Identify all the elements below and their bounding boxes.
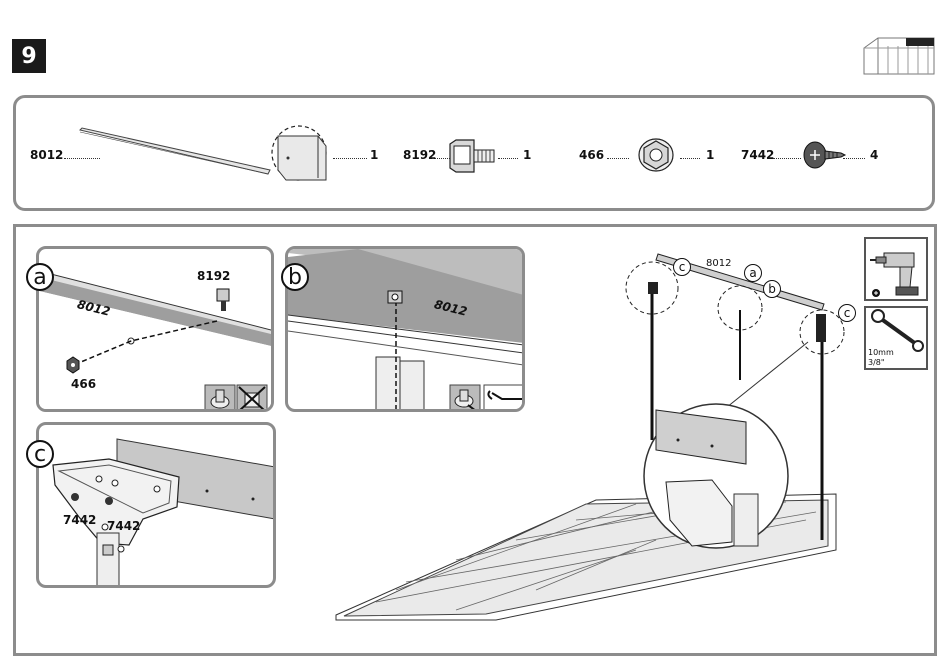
drill-icon xyxy=(870,243,926,299)
shed-thumbnail-icon xyxy=(860,34,938,78)
callout-c-right: c xyxy=(838,304,856,322)
detail-panel-a: 8012 8192 466 xyxy=(36,246,274,412)
leader-dots xyxy=(498,158,518,159)
overview-rail-label: 8012 xyxy=(706,258,731,269)
rail-detail-magnifier xyxy=(270,124,330,182)
part-code-8012: 8012 xyxy=(30,148,63,162)
wrench-tool-box: 10mm 3/8" xyxy=(864,306,928,370)
leader-dots xyxy=(333,158,367,159)
wrench-icon xyxy=(870,310,926,350)
bolt-icon xyxy=(448,140,496,172)
screw-label-2: 7442 xyxy=(107,519,140,533)
detail-panel-c: 7442 7442 xyxy=(36,422,276,588)
part-code-8192: 8192 xyxy=(403,148,436,162)
callout-b: b xyxy=(763,280,781,298)
drill-tool-box xyxy=(864,237,928,301)
no-tool-icon xyxy=(237,385,267,412)
rail-profile-icon xyxy=(78,126,278,176)
corner-bracket-detail xyxy=(39,425,276,588)
leader-dots xyxy=(607,158,629,159)
leader-dots xyxy=(843,158,865,159)
panel-c-label: c xyxy=(26,440,54,468)
part-code-466: 466 xyxy=(579,148,604,162)
part-qty-7442: 4 xyxy=(870,148,878,162)
shed-frame-overview xyxy=(336,250,836,650)
callout-a: a xyxy=(744,264,762,282)
panel-a-label: a xyxy=(26,263,54,291)
bolt-icon xyxy=(217,289,229,311)
callout-c-left: c xyxy=(673,258,691,276)
leader-dots xyxy=(773,158,801,159)
part-code-7442: 7442 xyxy=(741,148,774,162)
part-qty-466: 1 xyxy=(706,148,714,162)
panel-b-label: b xyxy=(281,263,309,291)
hand-tighten-icon xyxy=(205,385,235,412)
screw-label-1: 7442 xyxy=(63,513,96,527)
leader-dots xyxy=(680,158,700,159)
part-qty-8012: 1 xyxy=(370,148,378,162)
bolt-label: 8192 xyxy=(197,269,230,283)
part-qty-8192: 1 xyxy=(523,148,531,162)
wrench-size-metric: 10mm xyxy=(868,348,894,357)
nut-label: 466 xyxy=(71,377,96,391)
nut-icon xyxy=(67,357,79,373)
nut-icon xyxy=(638,138,674,172)
wrench-size-imperial: 3/8" xyxy=(868,358,885,367)
step-number-badge: 9 xyxy=(12,39,46,73)
screw-icon xyxy=(803,140,847,170)
